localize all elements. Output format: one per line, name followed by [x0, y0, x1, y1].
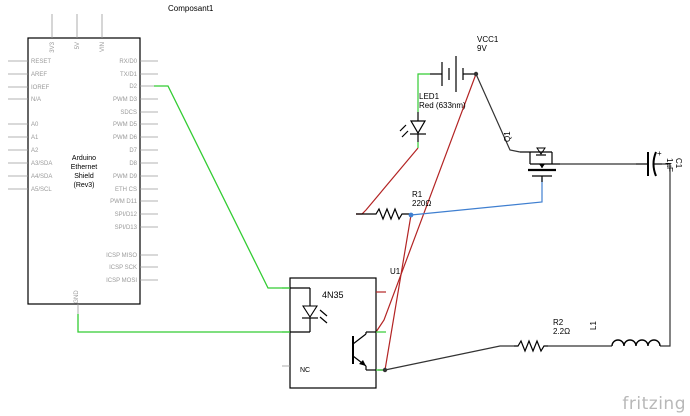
sheet-title: Composant1: [168, 4, 214, 13]
wire-led-to-r1[interactable]: [356, 147, 419, 215]
pin-label-a3-sda: A3/SDA: [31, 161, 52, 167]
c1-name: C1: [674, 158, 683, 169]
pin-label-rx-d0: RX/D0: [119, 59, 137, 65]
c1-polarity: +: [657, 149, 662, 158]
wire-r1-to-u1-emitter[interactable]: [384, 214, 412, 371]
capacitor-c1[interactable]: [636, 151, 662, 177]
pin-label-5v: 5V: [75, 42, 81, 49]
vcc-battery[interactable]: [430, 56, 479, 92]
pin-label-icsp-miso: ICSP MISO: [106, 253, 137, 259]
r2-value: 2.2Ω: [553, 327, 570, 336]
pin-label-a4-sda: A4/SDA: [31, 174, 52, 180]
pin-label-vin: VIN: [100, 42, 106, 52]
resistor-r1[interactable]: [356, 207, 414, 221]
pin-label-icsp-mosi: ICSP MOSI: [106, 278, 137, 284]
pin-label-spi-d12: SPI/D12: [115, 212, 138, 218]
r2-name: R2: [553, 318, 564, 327]
inductor-l1[interactable]: [611, 339, 661, 347]
wire-vcc-to-led[interactable]: [417, 73, 430, 112]
arduino-top-pins: 3V3 5V VIN: [50, 14, 106, 53]
u1-emitter-node: [382, 367, 388, 373]
wire-d2-to-u1[interactable]: [154, 85, 290, 289]
wire-r1-to-q1-gate[interactable]: [410, 178, 543, 216]
wire-c1-to-l1[interactable]: [660, 163, 671, 347]
pin-label-a2: A2: [31, 148, 39, 154]
led-component[interactable]: [399, 112, 427, 142]
pin-label-eth-cs: ETH CS: [115, 187, 137, 193]
optocoupler-u1[interactable]: [282, 277, 388, 389]
pin-label-ioref: IOREF: [31, 85, 50, 91]
pin-label-tx-d1: TX/D1: [120, 72, 138, 78]
pin-label-sdcs: SDCS: [120, 110, 137, 116]
pin-label-d2: D2: [129, 84, 137, 90]
wire-vcc-to-u1-collector[interactable]: [375, 73, 477, 333]
u1-nc-label: NC: [300, 367, 310, 374]
r1-node: [408, 212, 414, 218]
wire-gnd-to-u1[interactable]: [77, 314, 290, 333]
pin-label-a5-scl: A5/SCL: [31, 187, 52, 193]
pin-label-gnd: GND: [74, 290, 80, 304]
vcc-value: 9V: [477, 44, 487, 53]
pin-label-pwm-d6: PWM D6: [113, 135, 138, 141]
q1-name: Q1: [503, 131, 512, 142]
arduino-title-line-4: (Rev3): [73, 182, 94, 189]
pin-label-pwm-d5: PWM D5: [113, 122, 138, 128]
arduino-title-line-2: Ethernet: [71, 164, 98, 171]
u1-name: U1: [390, 267, 401, 276]
resistor-r2[interactable]: [514, 339, 548, 353]
wire-u1-to-r2[interactable]: [378, 345, 514, 371]
vcc-node: [473, 71, 479, 77]
pin-label-3v3: 3V3: [50, 41, 56, 52]
arduino-title-line-1: Arduino: [72, 155, 96, 162]
l1-name: L1: [589, 321, 598, 330]
pin-label-d8: D8: [129, 161, 137, 167]
pin-label-spi-d13: SPI/D13: [115, 225, 138, 231]
wire-vcc-to-q1[interactable]: [475, 73, 521, 153]
u1-part: 4N35: [322, 290, 344, 300]
pin-label-a0: A0: [31, 122, 39, 128]
pin-label-reset: RESET: [31, 59, 51, 65]
pin-label-pwm-d9: PWM D9: [113, 174, 138, 180]
pin-label-icsp-sck: ICSP SCK: [109, 265, 137, 271]
r1-name: R1: [412, 190, 423, 199]
pin-label-a1: A1: [31, 135, 39, 141]
fritzing-brand: fritzing: [622, 394, 686, 414]
pin-label-aref: AREF: [31, 72, 47, 78]
c1-value: 1µF: [665, 158, 674, 172]
pin-label-pwm-d11: PWM D11: [110, 199, 138, 205]
mosfet-q1[interactable]: [520, 147, 560, 182]
pin-label-pwm-d3: PWM D3: [113, 97, 138, 103]
vcc-name: VCC1: [477, 35, 499, 44]
r1-value: 220Ω: [412, 199, 431, 208]
arduino-title-line-3: Shield: [74, 173, 94, 180]
pin-label-n-a: N/A: [31, 97, 41, 103]
led-name: LED1: [419, 92, 440, 101]
led-value: Red (633nm): [419, 101, 466, 110]
pin-label-d7: D7: [129, 148, 137, 154]
